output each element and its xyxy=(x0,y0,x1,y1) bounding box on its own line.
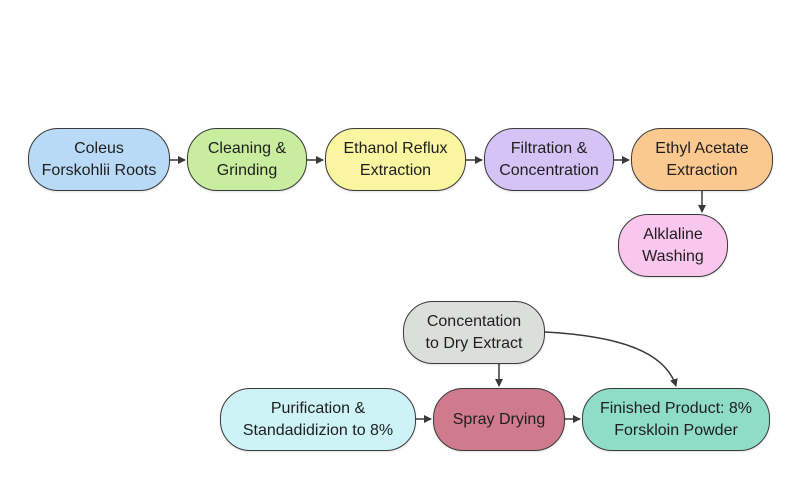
node-cleaning-grinding: Cleaning & Grinding xyxy=(187,128,307,191)
node-filtration-concentration: Filtration & Concentration xyxy=(484,128,614,191)
node-ethanol-reflux-extraction: Ethanol Reflux Extraction xyxy=(325,128,466,191)
node-purification-standardization: Purification & Standadidizion to 8% xyxy=(220,388,416,451)
node-coleus-forskohlii-roots: Coleus Forskohlii Roots xyxy=(28,128,170,191)
node-spray-drying: Spray Drying xyxy=(433,388,565,451)
node-concentration-dry-extract: Concentation to Dry Extract xyxy=(403,301,545,364)
node-finished-product: Finished Product: 8% Forskloin Powder xyxy=(582,388,770,451)
node-ethyl-acetate-extraction: Ethyl Acetate Extraction xyxy=(631,128,773,191)
node-alkaline-washing: Alklaline Washing xyxy=(618,214,728,277)
edge-concentration-to-finished xyxy=(544,331,678,387)
